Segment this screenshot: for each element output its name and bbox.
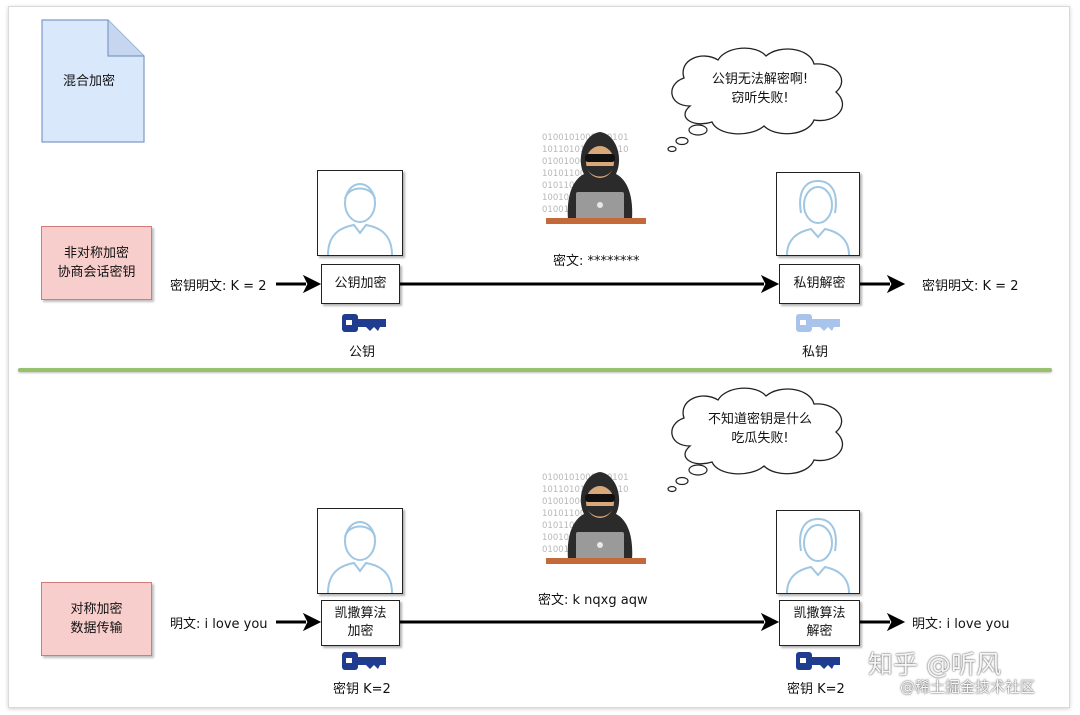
public-key-icon [342,314,386,332]
caesar-encrypt-box: 凯撒算法加密 [321,600,400,646]
symmetric-label-line2: 数据传输 [70,621,123,636]
top-receiver-avatar [776,172,860,256]
top-plaintext-left: 密钥明文: K = 2 [170,279,267,294]
top-thought-line1: 公钥无法解密啊! [711,72,809,87]
watermark-sub: @稀土掘金技术社区 [900,678,1036,696]
symmetric-label-box: 对称加密数据传输 [41,582,152,656]
session-key-right-icon [796,652,840,670]
document-shape [41,19,145,143]
session-key-left-icon [342,652,386,670]
private-key-label: 私钥 [802,345,829,360]
private-key-icon [796,314,840,332]
top-ciphertext: 密文: ******** [553,254,640,269]
binary-row: 0100100000101 [542,497,612,507]
private-key-decrypt-box: 私钥解密 [779,264,860,304]
caesar-encrypt-line2: 加密 [347,624,374,639]
public-key-encrypt-label: 公钥加密 [334,276,387,291]
bottom-thought-cloud [667,387,843,493]
bottom-thought-line2: 吃瓜失败! [731,431,789,446]
binary-row: 1010110011010 [542,169,612,179]
bottom-receiver-avatar [776,510,860,594]
bottom-plaintext-left: 明文: i love you [170,617,268,632]
symmetric-label-line1: 对称加密 [70,602,123,617]
top-sender-avatar [317,170,403,256]
top-thought-cloud [667,47,843,153]
caesar-decrypt-line1: 凯撒算法 [793,606,846,621]
asymmetric-label-line2: 协商会话密钥 [57,265,136,280]
session-key-left-label: 密钥 K=2 [333,682,391,697]
private-key-decrypt-label: 私钥解密 [793,276,846,291]
section-divider [18,368,1052,372]
binary-row: 1010110011010 [542,509,612,519]
caesar-decrypt-line2: 解密 [806,624,833,639]
asymmetric-label-box: 非对称加密协商会话密钥 [41,226,152,300]
binary-row: 0100101000010101 [542,473,629,483]
caesar-encrypt-line1: 凯撒算法 [334,606,387,621]
diagram-frame [8,6,1070,708]
bottom-hacker-icon: 0100101000010101101101010110011001001000… [542,472,646,564]
top-plaintext-right: 密钥明文: K = 2 [922,279,1019,294]
document-title: 混合加密 [63,74,116,89]
bottom-ciphertext: 密文: k nqxg aqw [538,593,648,608]
bottom-plaintext-right: 明文: i love you [912,617,1010,632]
top-hacker-icon: 0100101000010101101101010110011001001000… [542,132,646,224]
watermark-main: 知乎 @听风 [868,650,1001,679]
binary-row: 0100101000010101 [542,133,629,143]
binary-row: 0100100000101 [542,157,612,167]
caesar-decrypt-box: 凯撒算法解密 [779,600,860,646]
public-key-encrypt-box: 公钥加密 [321,264,400,304]
top-thought-line2: 窃听失败! [731,91,789,106]
public-key-label: 公钥 [349,345,376,360]
bottom-sender-avatar [317,508,403,594]
bottom-thought-line1: 不知道密钥是什么 [707,412,812,427]
asymmetric-label-line1: 非对称加密 [63,246,129,261]
session-key-right-label: 密钥 K=2 [787,682,845,697]
